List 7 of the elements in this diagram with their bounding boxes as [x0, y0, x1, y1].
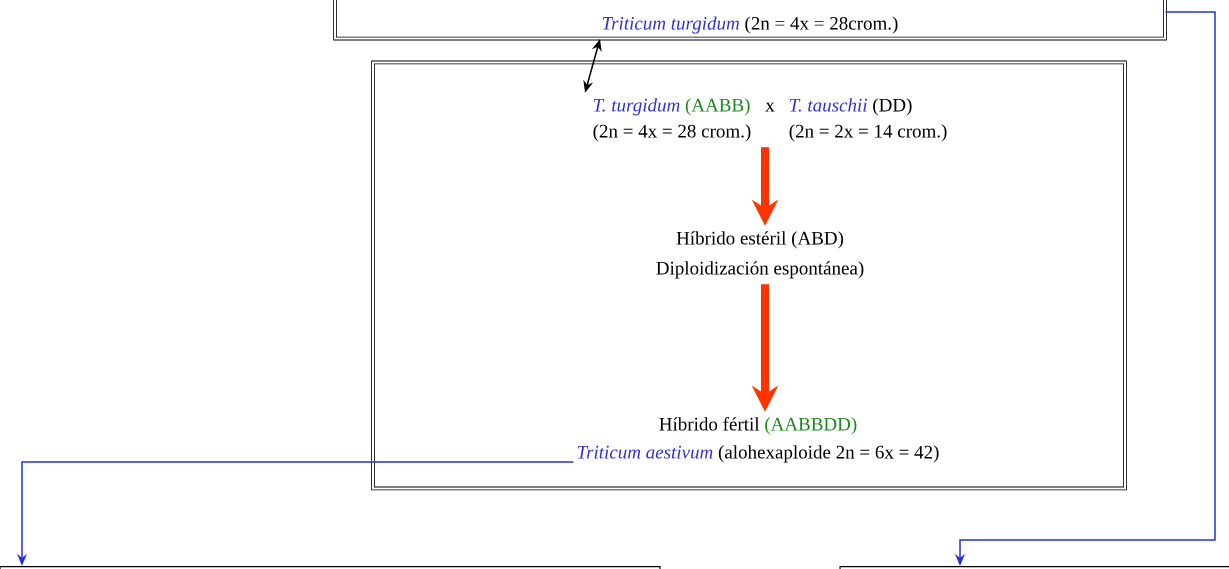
parents-text: T. turgidum (AABB) x T. tauschii (DD) (2n = 4x = 28 crom.) (2n = 2x = 14 crom.) — [593, 98, 947, 142]
stage-frame — [371, 60, 1127, 491]
species-box — [0, 566, 661, 569]
species-box — [839, 566, 1229, 569]
hybrid-text: Híbrido estéril (ABD) Diploidización espontánea) — [656, 231, 864, 279]
hybrid-text: Híbrido fértil (AABBDD) Triticum aestivum (alohexaploide 2n = 6x = 42) — [577, 417, 939, 463]
species-box: Triticum turgidum (2n = 4x = 28crom.) — [333, 0, 1167, 41]
